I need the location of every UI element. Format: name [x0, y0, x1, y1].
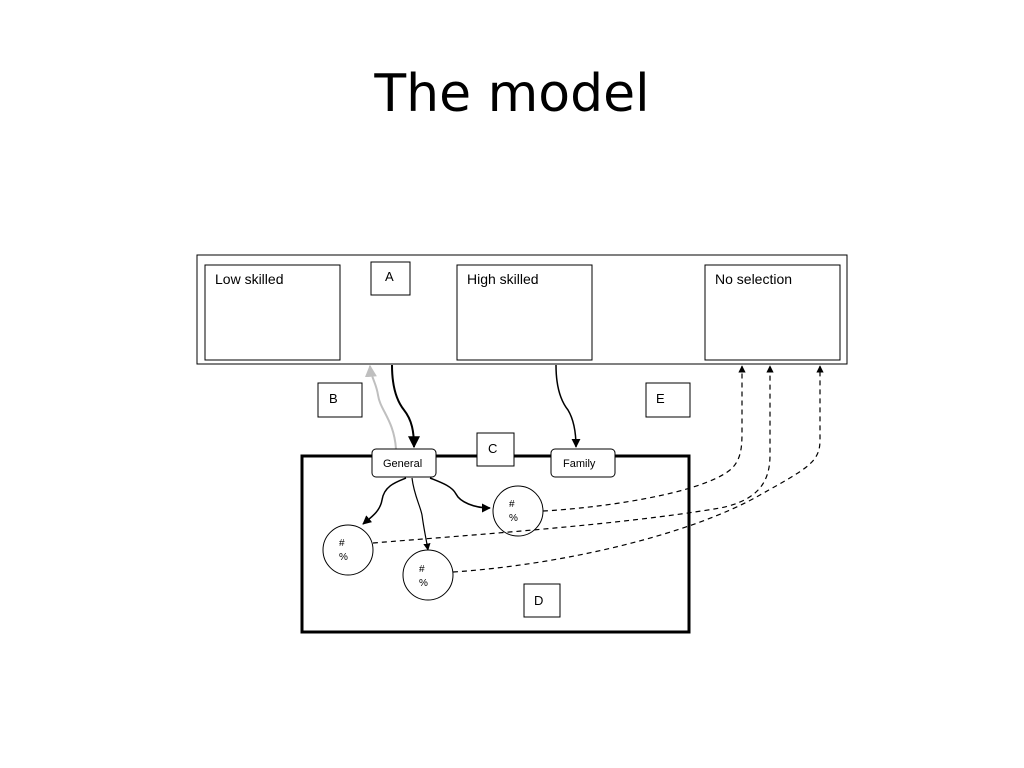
circle-node-left: # % [322, 524, 374, 576]
family-tab-label: Family [563, 458, 596, 470]
high-skilled-label: High skilled [467, 271, 539, 287]
general-tab-label: General [383, 458, 422, 470]
svg-text:%: % [509, 513, 518, 524]
general-to-circle-middle [411, 477, 431, 551]
selection-arrow-family [555, 364, 581, 448]
svg-text:#: # [339, 538, 345, 549]
marker-e: E [645, 382, 691, 418]
svg-text:%: % [339, 552, 348, 563]
svg-text:A: A [385, 269, 394, 284]
dashed-arrow-left-circle [372, 365, 774, 544]
marker-a: A [370, 261, 411, 296]
circle-node-middle: # % [402, 549, 454, 601]
dashed-arrow-right-circle [542, 365, 746, 512]
svg-text:D: D [534, 593, 543, 608]
general-to-circle-right [429, 477, 491, 513]
marker-c: C [476, 432, 515, 467]
svg-text:B: B [329, 391, 338, 406]
feedback-arrow [364, 364, 397, 450]
page-title: The model [374, 64, 650, 124]
high-skilled-box: High skilled [456, 264, 593, 361]
marker-d: D [523, 583, 561, 618]
svg-text:C: C [488, 441, 497, 456]
dashed-arrow-middle-circle [452, 365, 824, 573]
general-to-circle-left [362, 477, 407, 525]
no-selection-box: No selection [704, 264, 841, 361]
svg-text:%: % [419, 578, 428, 589]
no-selection-label: No selection [715, 271, 792, 287]
low-skilled-label: Low skilled [215, 271, 283, 287]
family-tab: Family [550, 448, 616, 478]
svg-text:#: # [509, 499, 515, 510]
svg-text:E: E [656, 391, 665, 406]
selection-arrow-general [391, 364, 420, 449]
marker-b: B [317, 382, 363, 418]
general-tab: General [371, 448, 437, 478]
low-skilled-box: Low skilled [204, 264, 341, 361]
circle-node-right: # % [492, 485, 544, 537]
svg-text:#: # [419, 564, 425, 575]
